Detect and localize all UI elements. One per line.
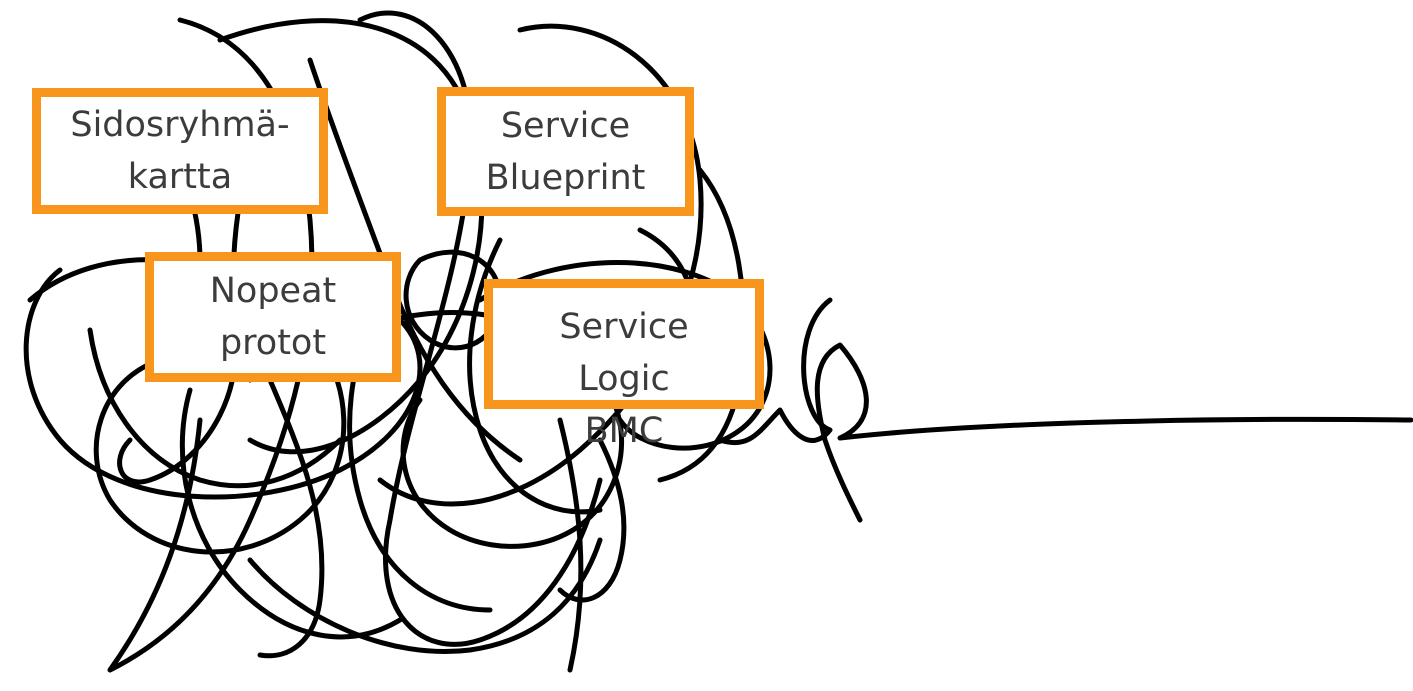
quick-prototypes-line-1: Nopeat xyxy=(209,271,337,311)
scribble-loop-13 xyxy=(557,417,584,673)
stakeholder-map-box: Sidosryhmä- kartta xyxy=(32,88,328,214)
service-blueprint-line-1: Service xyxy=(500,105,631,146)
service-blueprint-line-2: Blueprint xyxy=(485,157,646,198)
scribble-tail-loop xyxy=(717,297,833,446)
scribble-loop-3 xyxy=(357,10,603,647)
service-logic-box: Service Logic BMC xyxy=(484,279,764,451)
scribble-loop-16 xyxy=(257,377,325,659)
service-blueprint-box: Service Blueprint xyxy=(437,87,694,216)
quick-prototypes-line-2: protot xyxy=(219,323,327,363)
scribble-loop-15 xyxy=(179,387,403,640)
scribble-loop-14 xyxy=(557,437,627,603)
quick-prototypes-box: Nopeat protot xyxy=(145,252,401,382)
scribble-loop-9 xyxy=(327,310,625,549)
stakeholder-map-line-1: Sidosryhmä- xyxy=(70,105,290,145)
scribble-loop-8 xyxy=(403,249,503,351)
scribble-loop-23 xyxy=(87,327,343,489)
scribble-tail-line xyxy=(814,342,1413,523)
scribble-loop-12 xyxy=(247,537,603,655)
service-logic-line-1: Service xyxy=(559,307,689,347)
scribble-loop-2 xyxy=(217,18,485,455)
service-logic-line-3: BMC xyxy=(584,411,664,451)
service-logic-line-2: Logic xyxy=(578,359,670,399)
scribble-loop-10 xyxy=(477,260,773,451)
stakeholder-map-line-2: kartta xyxy=(127,157,233,197)
